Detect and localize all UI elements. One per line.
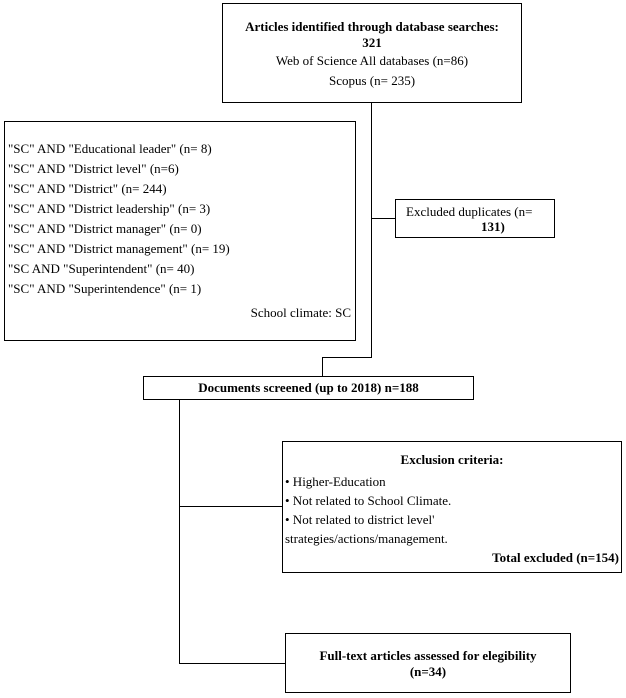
exclusion-title: Exclusion criteria: xyxy=(400,452,504,467)
screened-box: Documents screened (up to 2018) n=188 xyxy=(143,376,474,400)
search-line: "SC" AND "District manager" (n= 0) xyxy=(8,221,202,236)
search-line: "SC" AND "District leadership" (n= 3) xyxy=(8,201,211,216)
fulltext-box: Full-text articles assessed for elegibil… xyxy=(285,633,571,693)
exclusion-total: Total excluded (n=154) xyxy=(492,550,619,565)
exclusion-item: strategies/actions/management. xyxy=(285,531,448,546)
search-line: "SC" AND "District level" (n=6) xyxy=(8,161,179,176)
connector-step-vertical xyxy=(322,357,324,376)
search-line: "SC" AND "Educational leader" (n= 8) xyxy=(8,141,212,156)
exclusion-box: Exclusion criteria: • Higher-Education •… xyxy=(282,441,622,573)
connector-top-vertical xyxy=(371,102,373,358)
identified-box: Articles identified through database sea… xyxy=(222,3,522,103)
identified-title: Articles identified through database sea… xyxy=(245,19,499,34)
duplicates-line1: Excluded duplicates (n= xyxy=(406,204,554,219)
exclusion-item: • Not related to district level' xyxy=(285,512,435,527)
search-line: "SC AND "Superintendent" (n= 40) xyxy=(8,261,195,276)
connector-left-vertical xyxy=(179,399,181,664)
fulltext-line1: Full-text articles assessed for elegibil… xyxy=(319,648,537,663)
search-line: "SC" AND "Superintendence" (n= 1) xyxy=(8,281,202,296)
search-line: "SC" AND "District" (n= 244) xyxy=(8,181,167,196)
connector-duplicates-branch xyxy=(371,218,395,220)
exclusion-item: • Higher-Education xyxy=(285,474,386,489)
search-strings-box: "SC" AND "Educational leader" (n= 8) "SC… xyxy=(4,121,356,341)
connector-exclusion-branch xyxy=(179,506,282,508)
fulltext-line2: (n=34) xyxy=(409,664,447,679)
identified-source-wos: Web of Science All databases (n=86) xyxy=(275,53,469,68)
duplicates-label: Excluded duplicates (n= xyxy=(406,204,533,219)
duplicates-box: Excluded duplicates (n= 131) xyxy=(395,199,555,238)
exclusion-item: • Not related to School Climate. xyxy=(285,493,452,508)
identified-count: 321 xyxy=(362,35,382,50)
search-note: School climate: SC xyxy=(250,305,351,320)
connector-step-horizontal xyxy=(322,357,372,359)
search-line: "SC" AND "District management" (n= 19) xyxy=(8,241,230,256)
screened-label: Documents screened (up to 2018) n=188 xyxy=(198,380,419,395)
connector-fulltext-branch xyxy=(179,663,285,665)
identified-source-scopus: Scopus (n= 235) xyxy=(328,73,416,88)
duplicates-count: 131) xyxy=(481,219,505,234)
